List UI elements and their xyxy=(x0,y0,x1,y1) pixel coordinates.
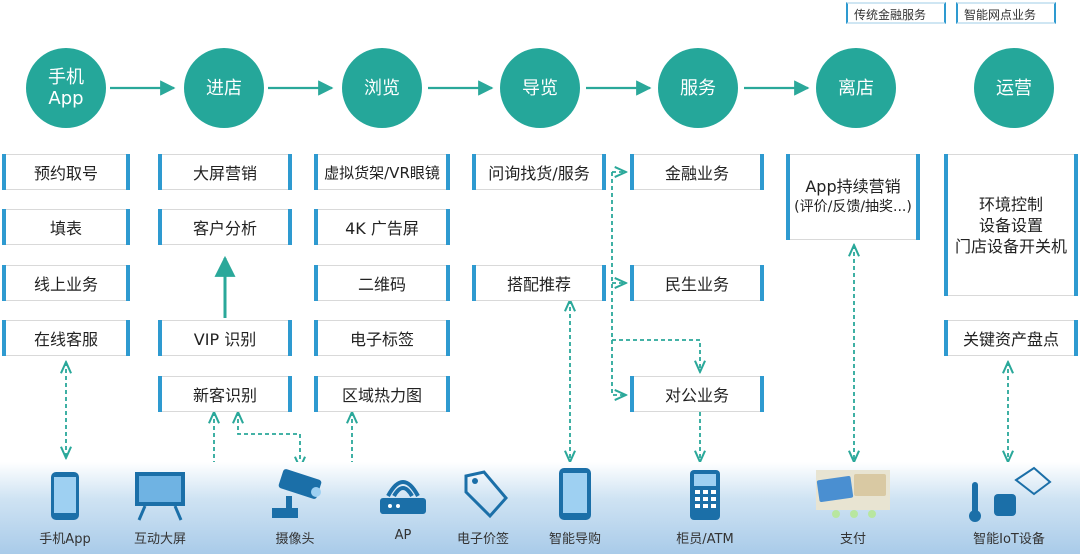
stage-browse: 浏览 xyxy=(342,48,422,128)
box-corporate: 对公业务 xyxy=(630,376,764,412)
bigscreen-icon xyxy=(135,472,185,521)
stage-enter: 进店 xyxy=(184,48,264,128)
box-e-label: 电子标签 xyxy=(314,320,450,356)
box-qrcode: 二维码 xyxy=(314,265,450,301)
box-online-biz: 线上业务 xyxy=(2,265,130,301)
box-form: 填表 xyxy=(2,209,130,245)
box-online-service: 在线客服 xyxy=(2,320,130,356)
box-recommend: 搭配推荐 xyxy=(472,265,606,301)
box-4k-screen: 4K 广告屏 xyxy=(314,209,450,245)
box-app-marketing: App持续营销 (评价/反馈/抽奖...) xyxy=(786,154,920,240)
stage-app: 手机 App xyxy=(26,48,106,128)
stage-leave: 离店 xyxy=(816,48,896,128)
app-marketing-line2: (评价/反馈/抽奖...) xyxy=(794,199,912,215)
price-tag-icon xyxy=(464,470,508,519)
env-line3: 门店设备开关机 xyxy=(954,236,1067,256)
env-line1: 环境控制 xyxy=(978,194,1043,214)
pos-terminal-icon xyxy=(690,470,720,520)
box-reserve: 预约取号 xyxy=(2,154,130,190)
tablet-icon xyxy=(559,468,591,520)
box-new-customer: 新客识别 xyxy=(158,376,292,412)
legend-traditional: 传统金融服务 xyxy=(846,2,946,24)
payment-card-icon xyxy=(816,470,890,518)
legend-smart: 智能网点业务 xyxy=(956,2,1056,24)
dash-newcust-right xyxy=(238,412,300,468)
iot-sensor-icon xyxy=(969,466,1052,522)
box-customer-analysis: 客户分析 xyxy=(158,209,292,245)
env-line2: 设备设置 xyxy=(978,215,1043,235)
dash-service-branch xyxy=(612,339,700,372)
dash-service-tree xyxy=(611,172,626,395)
box-vip: VIP 识别 xyxy=(158,320,292,356)
router-icon xyxy=(380,480,426,514)
box-livelihood: 民生业务 xyxy=(630,265,764,301)
box-vr-shelf: 虚拟货架/VR眼镜 xyxy=(314,154,450,190)
box-env-control: 环境控制 设备设置 门店设备开关机 xyxy=(944,154,1078,296)
box-heatmap: 区域热力图 xyxy=(314,376,450,412)
box-asset-check: 关键资产盘点 xyxy=(944,320,1078,356)
box-bigscreen: 大屏营销 xyxy=(158,154,292,190)
stage-service: 服务 xyxy=(658,48,738,128)
stage-guide: 导览 xyxy=(500,48,580,128)
camera-icon xyxy=(272,469,322,518)
stage-ops: 运营 xyxy=(974,48,1054,128)
phone-icon xyxy=(51,472,79,520)
box-finance: 金融业务 xyxy=(630,154,764,190)
app-marketing-line1: App持续营销 xyxy=(805,177,901,196)
box-inquiry: 问询找货/服务 xyxy=(472,154,606,190)
